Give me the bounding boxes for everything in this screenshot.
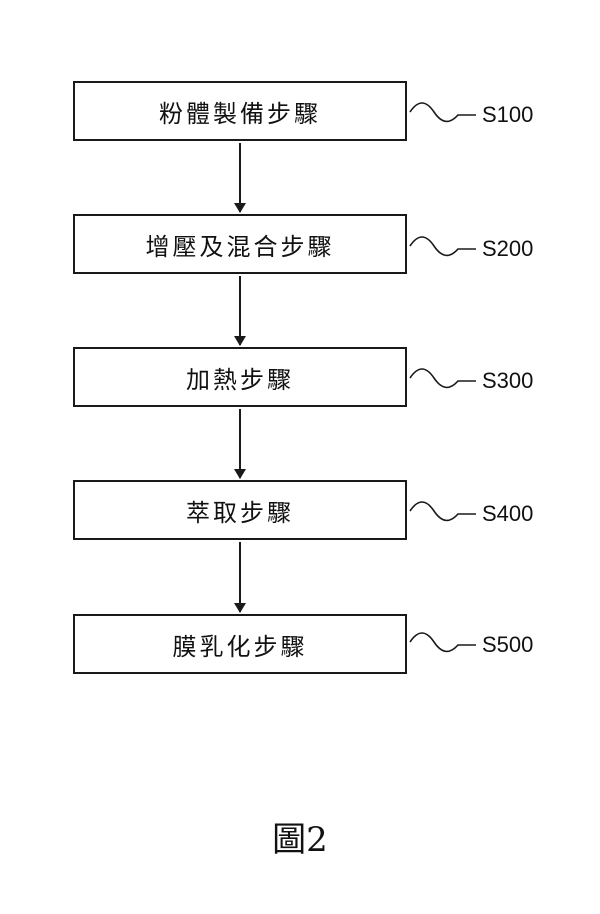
step-box-s500: 膜乳化步驟 (73, 614, 407, 674)
leader-line-s500 (409, 632, 476, 653)
step-code-s200: S200 (482, 236, 534, 261)
step-box-s100: 粉體製備步驟 (73, 81, 407, 141)
step-code-s500: S500 (482, 632, 534, 657)
step-label-s100: 粉體製備步驟 (159, 99, 321, 128)
step-box-s300: 加熱步驟 (73, 347, 407, 407)
figure-caption: 圖2 (272, 820, 328, 860)
step-label-s400: 萃取步驟 (186, 498, 294, 527)
leader-line-s300 (409, 368, 476, 389)
leader-line-s100 (409, 102, 476, 123)
step-label-s200: 增壓及混合步驟 (145, 232, 335, 261)
step-box-s200: 增壓及混合步驟 (73, 214, 407, 274)
step-label-s300: 加熱步驟 (186, 365, 294, 394)
leader-line-s200 (409, 236, 476, 257)
step-code-s400: S400 (482, 501, 534, 526)
step-label-s500: 膜乳化步驟 (172, 632, 308, 661)
step-box-s400: 萃取步驟 (73, 480, 407, 540)
leader-line-s400 (409, 501, 476, 522)
step-code-s300: S300 (482, 368, 534, 393)
step-code-s100: S100 (482, 102, 534, 127)
